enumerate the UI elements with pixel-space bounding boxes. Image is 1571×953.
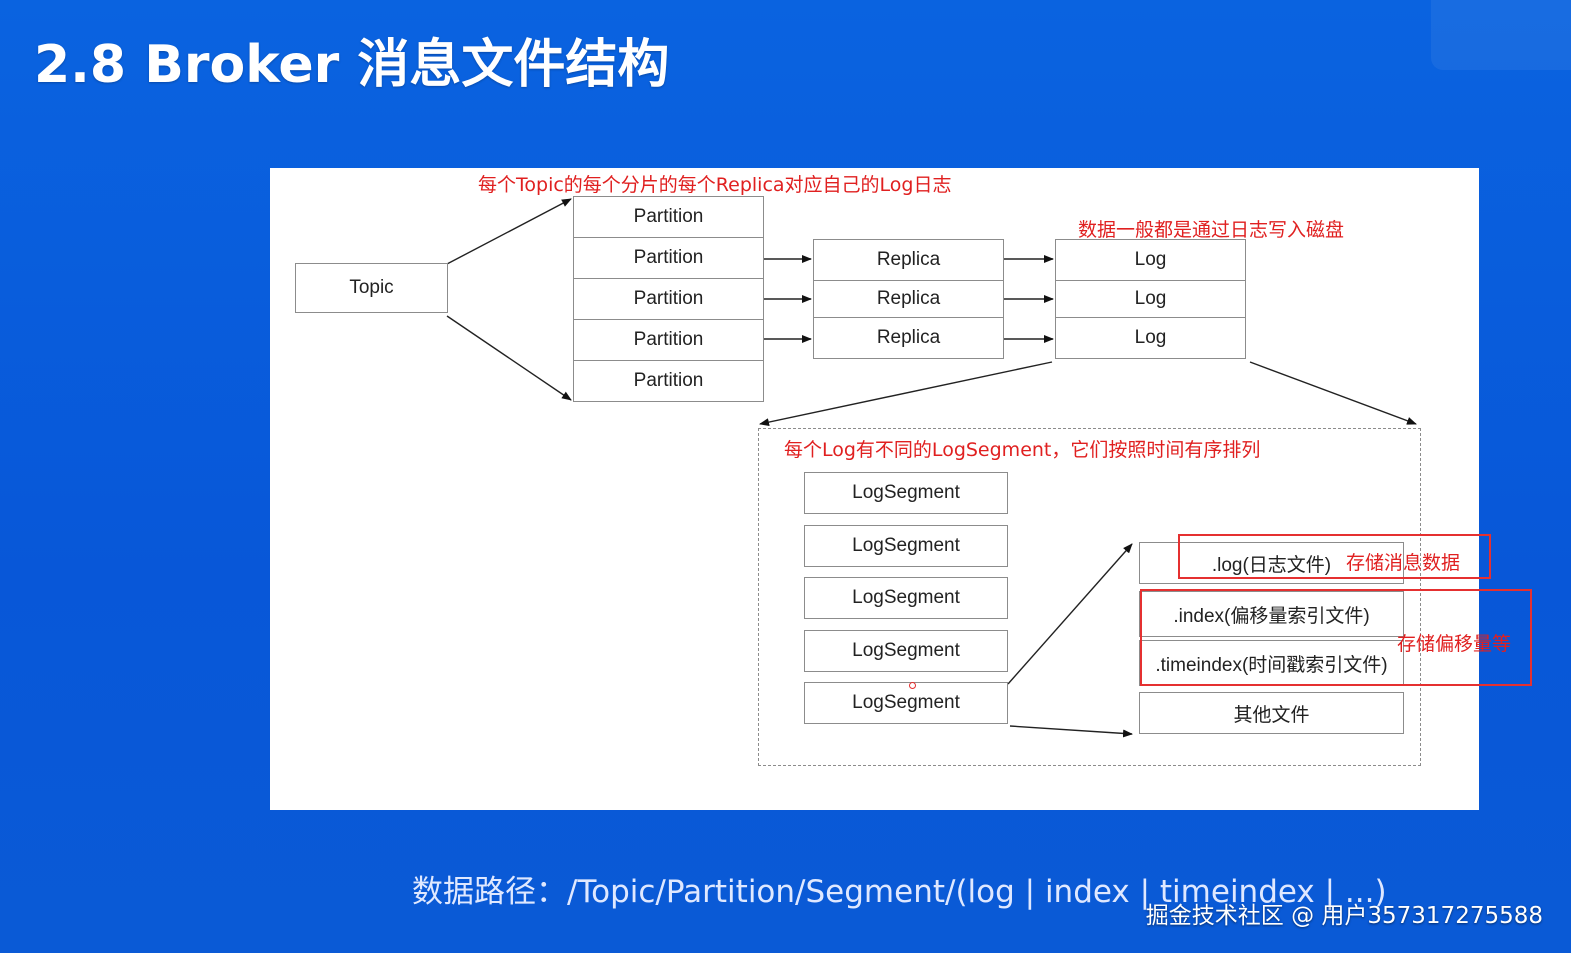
note-store-offset: 存储偏移量等 xyxy=(1397,633,1512,655)
log-box: Log xyxy=(1055,239,1246,281)
file-box-timeindex: .timeindex(时间戳索引文件) xyxy=(1139,640,1404,686)
highlight-index-files xyxy=(1140,589,1532,686)
log-segment-box: LogSegment xyxy=(804,525,1008,567)
note-store-data: 存储消息数据 xyxy=(1346,552,1461,574)
replica-box: Replica xyxy=(813,239,1004,281)
log-segment-container xyxy=(758,428,1421,766)
partition-box: Partition xyxy=(573,319,764,361)
note-segments: 每个Log有不同的LogSegment，它们按照时间有序排列 xyxy=(784,439,1261,461)
diagram-arrows xyxy=(446,198,1417,738)
topic-box: Topic xyxy=(295,263,448,313)
watermark: 掘金技术社区 @ 用户357317275588 xyxy=(1145,903,1543,929)
file-box-index: .index(偏移量索引文件) xyxy=(1139,591,1404,637)
note-replica-log: 每个Topic的每个分片的每个Replica对应自己的Log日志 xyxy=(478,174,952,196)
cursor-dot xyxy=(909,682,916,689)
slide-title: 2.8 Broker 消息文件结构 xyxy=(34,35,670,95)
arrow-log-to-segments-left xyxy=(759,361,1053,427)
arrow-log-to-segments-right xyxy=(1249,361,1417,425)
partition-box: Partition xyxy=(573,196,764,238)
arrow-topic-to-last-partition xyxy=(446,315,572,401)
log-segment-box: LogSegment xyxy=(804,577,1008,619)
log-box: Log xyxy=(1055,317,1246,359)
replica-box: Replica xyxy=(813,280,1004,318)
diagram-panel: Topic Partition Partition Partition Part… xyxy=(270,168,1532,810)
arrow-segment-to-other-files xyxy=(1009,725,1133,738)
log-segment-box: LogSegment xyxy=(804,630,1008,672)
corner-decoration xyxy=(1431,0,1571,70)
log-box: Log xyxy=(1055,280,1246,318)
data-path-footer: 数据路径：/Topic/Partition/Segment/(log | ind… xyxy=(412,874,1387,910)
log-segment-box: LogSegment xyxy=(804,682,1008,724)
file-box-other: 其他文件 xyxy=(1139,692,1404,734)
replica-box: Replica xyxy=(813,317,1004,359)
log-segment-box: LogSegment xyxy=(804,472,1008,514)
highlight-log-file xyxy=(1178,534,1491,579)
note-disk-write: 数据一般都是通过日志写入磁盘 xyxy=(1078,219,1345,241)
arrow-segment-to-log-file xyxy=(1007,543,1133,685)
arrow-topic-to-first-partition xyxy=(446,198,572,265)
partition-box: Partition xyxy=(573,237,764,279)
partition-box: Partition xyxy=(573,278,764,320)
partition-box: Partition xyxy=(573,360,764,402)
